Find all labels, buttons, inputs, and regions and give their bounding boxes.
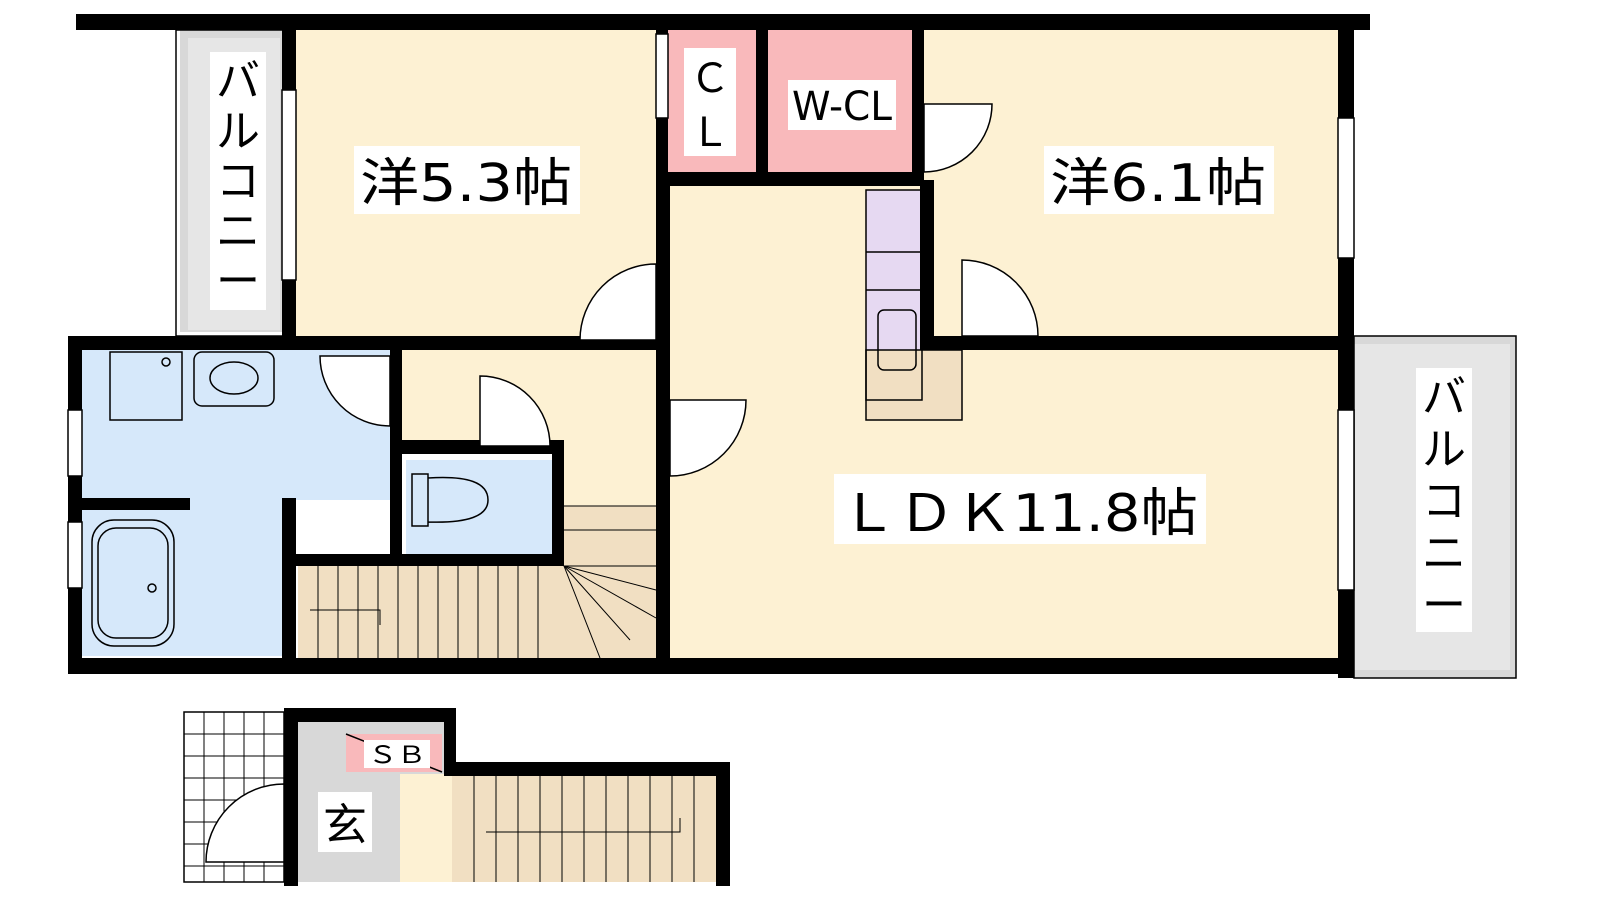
wall-entrance-right-step (444, 708, 456, 774)
wall-ldk-left (656, 180, 670, 674)
sink-icon (877, 309, 917, 371)
wall-closet-right (912, 30, 924, 180)
wall-bath-right (282, 498, 296, 674)
wall-entrance-top (284, 708, 456, 722)
wall-toilet-bottom (282, 554, 564, 566)
wall-closet-middle (756, 30, 768, 180)
wall-toilet-right (552, 440, 564, 562)
windows (67, 33, 1355, 591)
door-hall (669, 399, 747, 477)
label-walk-in-closet: W-CL (792, 84, 893, 130)
window-closet (655, 33, 669, 119)
label-ldk: ＬＤＫ11.8帖 (840, 484, 1198, 544)
bathtub-inner-icon (97, 527, 169, 639)
label-western-left: 洋5.3帖 (360, 154, 572, 214)
bath-fill (80, 508, 284, 656)
label-balcony-right: バルコニー (1422, 372, 1466, 631)
wall-bath-top (68, 498, 190, 510)
window-bath (67, 521, 83, 589)
stairs-upper-fill (560, 506, 656, 566)
door-entrance (205, 783, 285, 863)
washer-icon (161, 357, 171, 367)
label-entrance: 玄 (323, 800, 367, 851)
entrance-step-fill (400, 774, 452, 882)
label-western-right: 洋6.1帖 (1050, 154, 1266, 214)
kitchen-outline (865, 189, 923, 401)
door-washroom (319, 355, 391, 427)
window-washroom (67, 409, 83, 477)
window-western-right (1337, 117, 1355, 259)
wall-kitchen-column (920, 180, 934, 350)
door-western-right-top (923, 103, 993, 173)
wall-mid-horizontal-right (920, 336, 1354, 350)
wall-bottom (68, 658, 1354, 674)
entrance-stairs-treads (473, 776, 695, 882)
washbasin-counter-icon (109, 351, 183, 421)
wall-mid-horizontal-left (68, 336, 660, 350)
toilet-fill (406, 460, 552, 554)
washbasin-icon (193, 351, 275, 407)
label-balcony-left: バルコニー (216, 56, 260, 307)
ldk-fill (660, 180, 1340, 658)
toilet-icon (411, 473, 489, 527)
hall-lower-fill (560, 452, 656, 512)
doors (205, 103, 1039, 863)
door-toilet (479, 375, 551, 447)
door-western-right (961, 259, 1039, 337)
fixtures (91, 351, 489, 647)
wall-entrance-left (284, 708, 298, 886)
wall-closet-bottom (656, 172, 924, 186)
label-closet-2: Ｌ (690, 110, 730, 156)
window-western-left (281, 89, 297, 281)
bathtub-icon (91, 519, 175, 647)
bath-drain-icon (147, 583, 157, 593)
window-ldk (1337, 409, 1355, 591)
door-western-left (579, 263, 657, 341)
washbasin-bowl-icon (209, 361, 259, 395)
stairs-treads (310, 505, 657, 659)
label-closet: Ｃ (690, 56, 730, 102)
wall-top (76, 14, 1370, 30)
kitchen-floor-fill (866, 350, 962, 420)
label-shoe-box: ＳＢ (368, 741, 426, 769)
room-labels: 洋5.3帖 洋6.1帖 ＬＤＫ11.8帖 Ｃ Ｌ W-CL バルコニー バルコニ… (210, 48, 1472, 852)
wall-entrance-stairs-top (444, 762, 730, 776)
kitchen-floor-outline (865, 349, 963, 421)
wall-entrance-stairs-right (716, 762, 730, 886)
